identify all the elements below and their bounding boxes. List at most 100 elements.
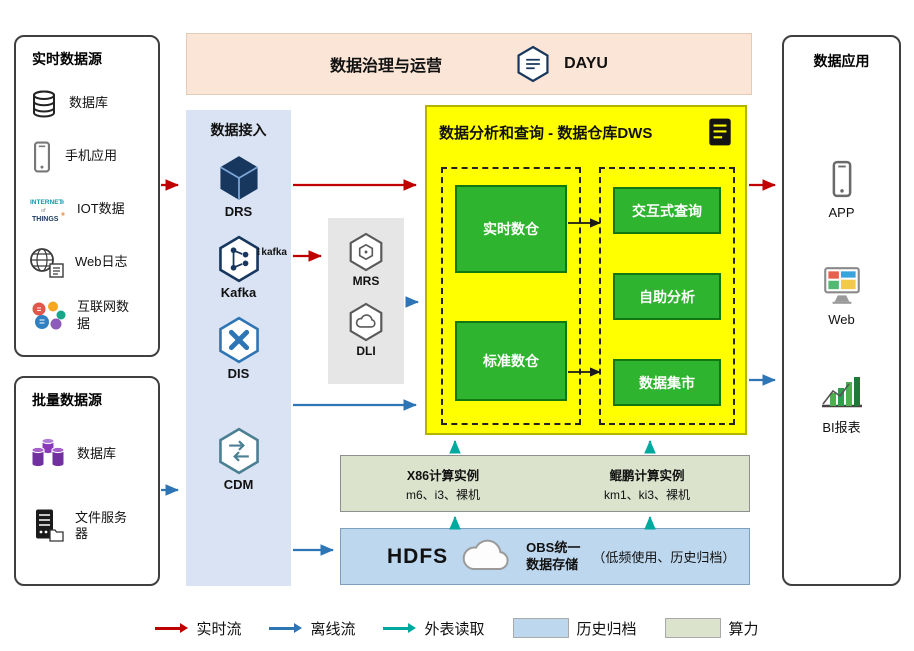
phone-icon [827, 159, 857, 199]
compute-strip: X86计算实例 m6、i3、裸机 鲲鹏计算实例 km1、ki3、裸机 [340, 455, 750, 512]
applications-panel: 数据应用 APP Web BI报表 [782, 35, 901, 586]
compute-title: X86计算实例 [406, 468, 480, 483]
file-server-icon [29, 508, 65, 544]
archive-swatch [512, 618, 569, 638]
cdm-hexagon-icon [217, 427, 261, 475]
analysis-group: 交互式查询 自助分析 数据集市 [599, 167, 735, 425]
monitor-icon [820, 266, 864, 306]
batch-sources-title: 批量数据源 [32, 392, 102, 408]
ingestion-item-label: Kafka [220, 285, 257, 300]
kunpeng-compute: 鲲鹏计算实例 km1、ki3、裸机 [545, 456, 749, 511]
external-read-arrow-icon [383, 623, 417, 633]
svg-text:INTERNET: INTERNET [30, 199, 63, 206]
source-item-label: 互联网数据 [77, 299, 130, 331]
source-item-label: 数据库 [77, 445, 117, 461]
globe-icon [29, 247, 65, 279]
legend-label: 算力 [728, 620, 759, 638]
realtime-flow-arrow-icon [155, 623, 189, 633]
governance-title: 数据治理与运营 [330, 58, 443, 75]
database-cluster-icon [29, 436, 67, 472]
mrs-hexagon-icon [348, 232, 384, 272]
data-mart-box: 数据集市 [613, 359, 721, 406]
offline-flow-arrow-icon [269, 623, 303, 633]
application-item-app: APP [784, 159, 899, 220]
legend-item-external-read: 外表读取 [383, 618, 485, 639]
obs-cloud-icon [460, 539, 514, 575]
bar-chart-icon [819, 373, 865, 411]
legend-label: 离线流 [310, 620, 356, 638]
legend-item-offline-flow: 离线流 [269, 618, 355, 639]
governance-banner: 数据治理与运营 DAYU [186, 33, 752, 95]
realtime-sources-title: 实时数据源 [32, 51, 102, 67]
interactive-query-box: 交互式查询 [613, 187, 721, 234]
source-item-web-log: Web日志 [16, 236, 158, 289]
application-item-label: APP [828, 205, 855, 220]
application-item-label: Web [828, 312, 855, 327]
application-item-label: BI报表 [822, 420, 861, 435]
dws-panel: 数据分析和查询 - 数据仓库DWS 实时数仓 标准数仓 交互式查询 自助分析 数… [425, 105, 747, 435]
processing-item-label: DLI [356, 344, 376, 358]
compute-subtitle: km1、ki3、裸机 [603, 487, 690, 502]
ingestion-item-label: CDM [223, 477, 254, 492]
source-item-iot: INTERNET of THINGS IOT数据 [16, 183, 158, 236]
applications-title: 数据应用 [813, 53, 870, 69]
legend-label: 外表读取 [424, 620, 485, 638]
obs-label: OBS统一 数据存储 [526, 539, 581, 572]
compute-swatch [664, 618, 721, 638]
legend: 实时流 离线流 外表读取 历史归档 算力 [0, 612, 914, 644]
iot-icon: INTERNET of THINGS [29, 194, 67, 226]
dayu-logo-icon [516, 45, 550, 83]
processing-item-mrs: MRS [348, 232, 384, 288]
source-item-label: Web日志 [75, 254, 128, 270]
compute-title: 鲲鹏计算实例 [609, 468, 685, 483]
storage-note: （低频使用、历史归档） [592, 550, 736, 565]
realtime-warehouse-box: 实时数仓 [455, 185, 567, 273]
kafka-hexagon-icon [217, 235, 261, 283]
self-service-analysis-box: 自助分析 [613, 273, 721, 320]
legend-item-realtime-flow: 实时流 [155, 618, 241, 639]
source-item-label: 文件服务器 [75, 509, 128, 541]
bubbles-icon [29, 300, 67, 332]
ingestion-item-kafka: kafka Kafka [186, 235, 291, 300]
dli-hexagon-icon [348, 302, 384, 342]
legend-label: 实时流 [196, 620, 242, 638]
source-item-label: 手机应用 [65, 148, 118, 164]
processing-item-dli: DLI [348, 302, 384, 358]
legend-label: 历史归档 [576, 620, 637, 638]
source-item-mobile-app: 手机应用 [16, 130, 158, 183]
ingestion-item-drs: DRS [186, 154, 291, 219]
storage-strip: HDFS OBS统一 数据存储 （低频使用、历史归档） [340, 528, 750, 585]
ingestion-item-cdm: CDM [186, 427, 291, 492]
data-ingestion-panel: 数据接入 DRS kafka Kafka DIS CDM [186, 110, 291, 586]
realtime-sources-panel: 实时数据源 数据库 手机应用 INTERNET of THI [14, 35, 160, 357]
svg-text:of: of [41, 208, 46, 214]
application-item-bi: BI报表 [784, 373, 899, 436]
dayu-logo-text: DAYU [564, 55, 608, 72]
x86-compute: X86计算实例 m6、i3、裸机 [341, 456, 545, 511]
compute-subtitle: m6、i3、裸机 [405, 487, 480, 502]
source-item-database: 数据库 [16, 77, 158, 130]
source-item-internet-data: 互联网数据 [16, 289, 158, 342]
hdfs-label: HDFS [387, 544, 449, 568]
ingestion-item-label: DRS [224, 204, 253, 219]
data-ingestion-title: 数据接入 [210, 122, 267, 138]
processing-item-label: MRS [352, 274, 380, 288]
application-item-web: Web [784, 266, 899, 327]
source-item-file-server: 文件服务器 [16, 490, 158, 562]
source-item-batch-database: 数据库 [16, 418, 158, 490]
phone-icon [29, 141, 55, 173]
source-item-label: IOT数据 [77, 201, 125, 217]
svg-text:THINGS: THINGS [32, 216, 59, 223]
standard-warehouse-box: 标准数仓 [455, 321, 567, 401]
batch-sources-panel: 批量数据源 数据库 文件服务器 [14, 376, 160, 586]
dws-title: 数据分析和查询 - 数据仓库DWS [439, 124, 653, 142]
ingestion-item-dis: DIS [186, 316, 291, 381]
ingestion-item-label: DIS [227, 366, 250, 381]
source-item-label: 数据库 [69, 95, 109, 111]
warehouse-group: 实时数仓 标准数仓 [441, 167, 581, 425]
legend-item-archive: 历史归档 [512, 618, 637, 639]
processing-panel: MRS DLI [328, 218, 404, 384]
drs-hexagon-icon [217, 154, 261, 202]
report-icon [707, 117, 733, 147]
